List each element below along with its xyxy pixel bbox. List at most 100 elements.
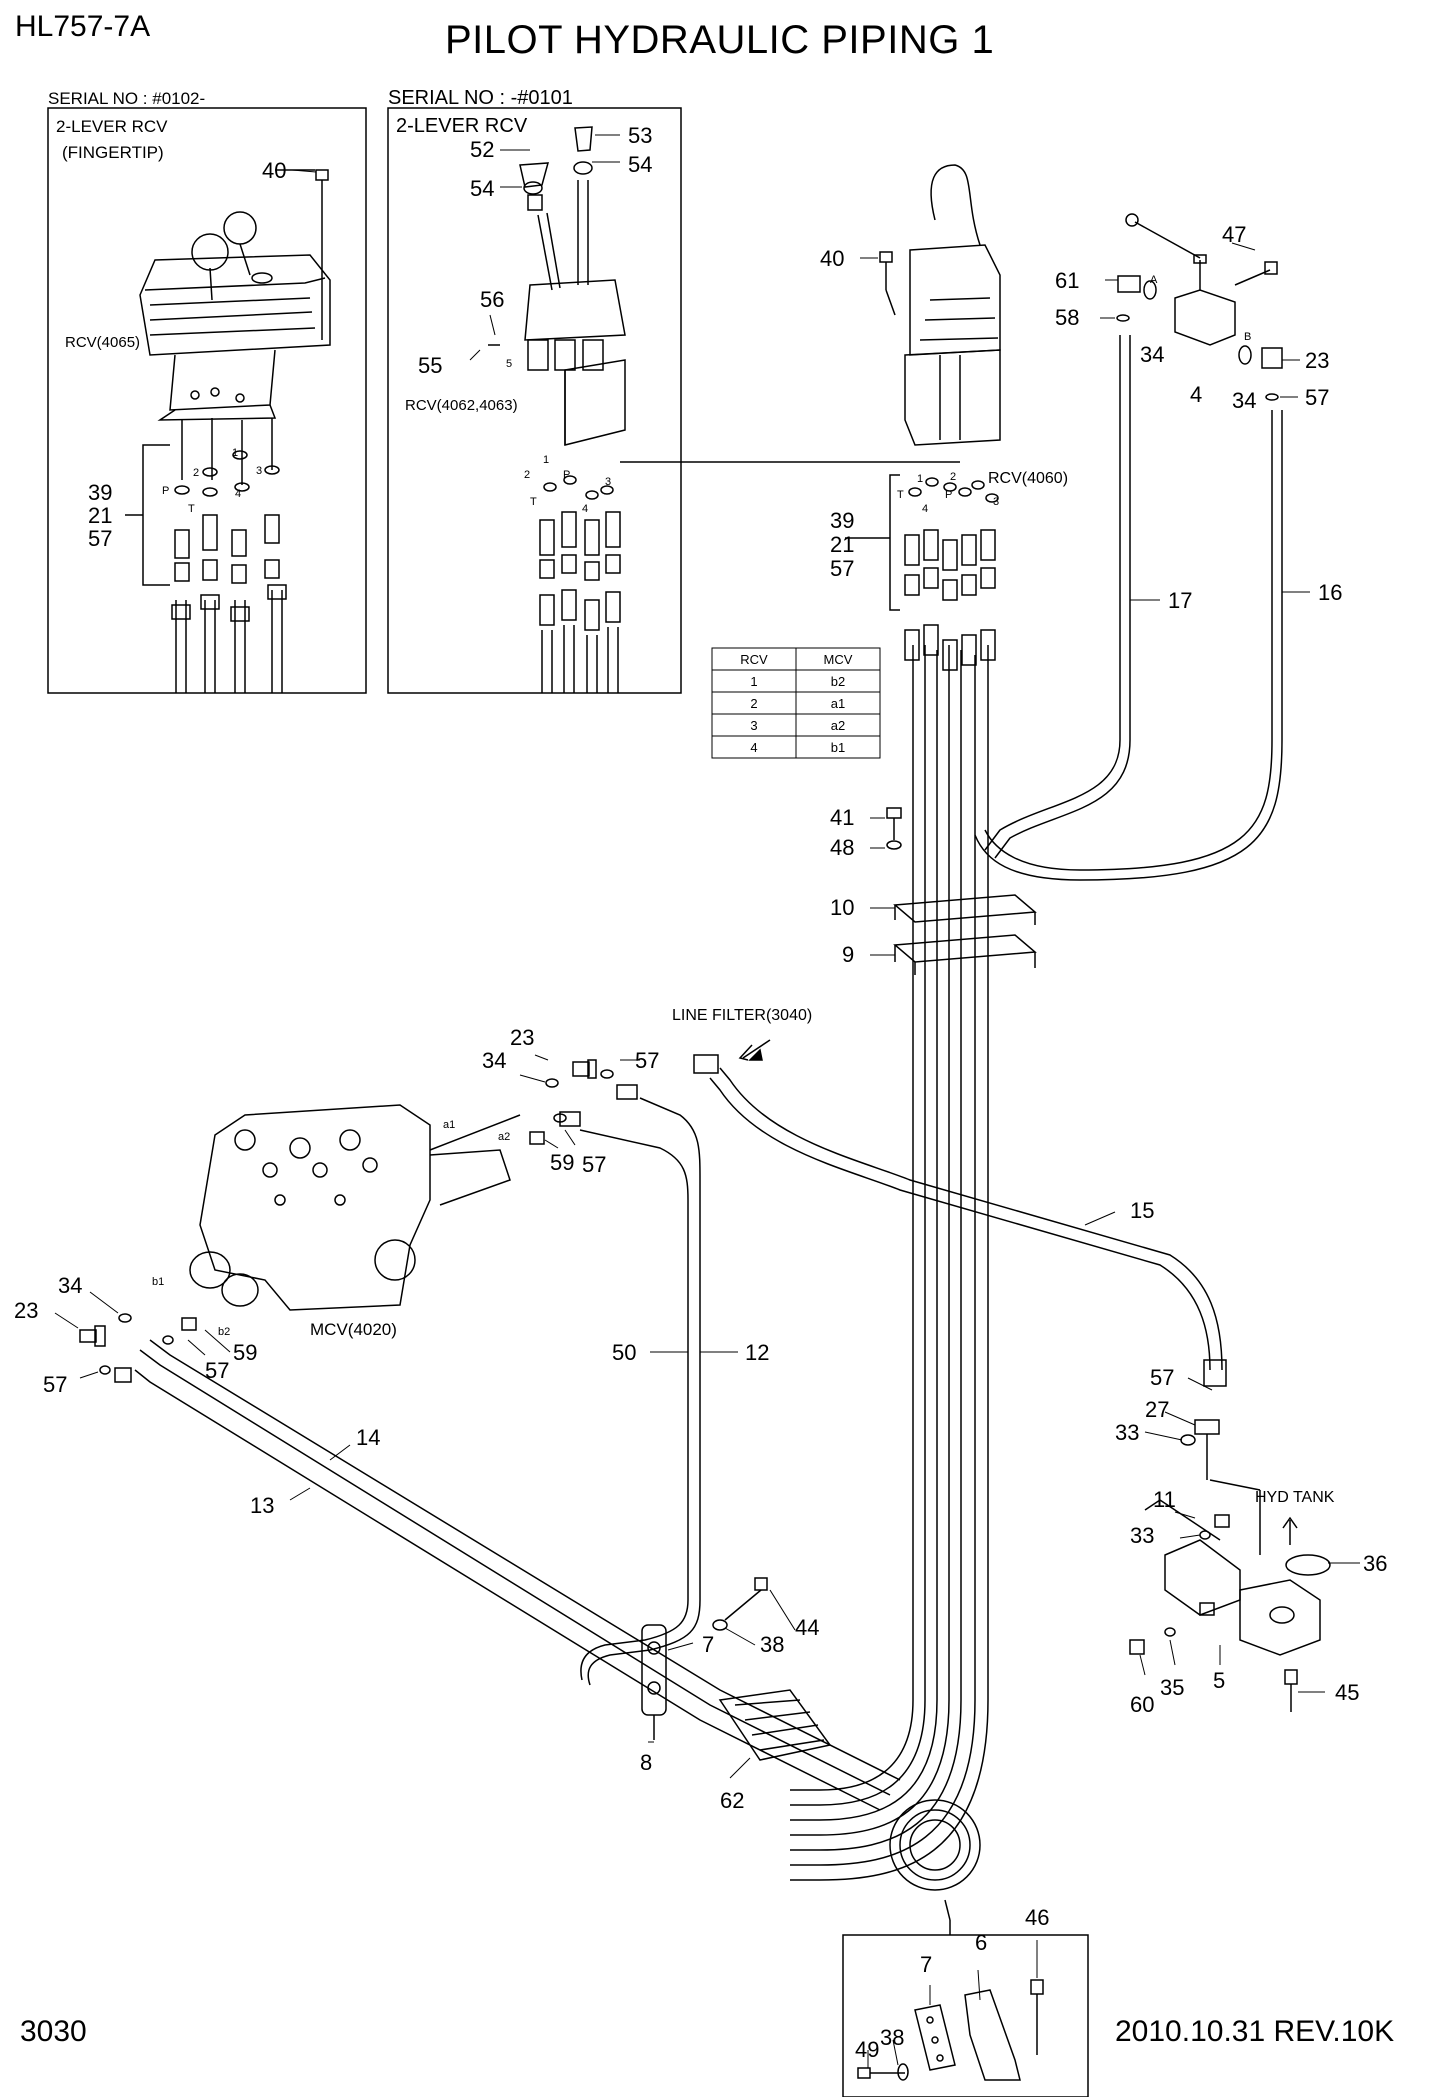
clamp-7-8 xyxy=(641,1624,667,1740)
callout: 57 xyxy=(1150,1365,1174,1390)
hose-15b xyxy=(719,1067,1223,1371)
callout: 11 xyxy=(1153,1487,1176,1512)
port-label: 3 xyxy=(605,476,611,488)
hose-50 xyxy=(587,1097,701,1686)
panel-left xyxy=(47,107,367,694)
callout: 35 xyxy=(1160,1675,1184,1700)
hose-16 xyxy=(984,410,1273,871)
mcv-left-fittings xyxy=(79,1313,197,1383)
callout: 21 xyxy=(88,503,112,528)
panel-left-frame xyxy=(47,107,367,694)
clamp-10 xyxy=(893,894,1037,925)
table-cell: 1 xyxy=(750,674,757,689)
callout: 12 xyxy=(745,1340,769,1365)
left-rcv-subtype: (FINGERTIP) xyxy=(62,143,164,162)
rcv-4060 xyxy=(904,164,1001,446)
callout: 40 xyxy=(262,158,286,183)
callout: 62 xyxy=(720,1788,744,1813)
middle-rcv-type: 2-LEVER RCV xyxy=(396,115,528,137)
callout: 56 xyxy=(480,287,504,312)
revision-date: 2010.10.31 REV.10K xyxy=(1115,2015,1395,2048)
callout: 39 xyxy=(88,480,112,505)
rcv-4060-fittings xyxy=(904,477,999,671)
callout: 57 xyxy=(635,1048,659,1073)
rcv-4065 xyxy=(139,211,331,421)
hose-bundle xyxy=(790,645,989,1881)
port-label: T xyxy=(530,496,537,508)
table-cell: b2 xyxy=(831,674,845,689)
table-cell: 3 xyxy=(750,718,757,733)
callout: 58 xyxy=(1055,305,1079,330)
port-b-label: B xyxy=(1244,331,1251,343)
hyd-tank-label: HYD TANK xyxy=(1255,1489,1335,1506)
port-table xyxy=(711,647,881,759)
callout: 50 xyxy=(612,1340,636,1365)
port-label: 4 xyxy=(922,503,928,515)
callout: 9 xyxy=(842,942,854,967)
callout: 49 xyxy=(855,2037,879,2062)
port-a-label: A xyxy=(1150,274,1158,286)
callout: 7 xyxy=(702,1632,714,1657)
callout: 57 xyxy=(205,1358,229,1383)
callout: 54 xyxy=(470,176,494,201)
protector-62 xyxy=(718,1689,832,1761)
hose-12 xyxy=(579,1129,689,1681)
bolt-40-right xyxy=(879,251,896,316)
table-header-rcv: RCV xyxy=(740,652,768,667)
callout: 4 xyxy=(1190,382,1202,407)
middle-serial: SERIAL NO : -#0101 xyxy=(388,87,573,109)
mcv-port-a1: a1 xyxy=(443,1119,455,1131)
callout: 23 xyxy=(510,1025,534,1050)
callout: 52 xyxy=(470,137,494,162)
model-code: HL757-7A xyxy=(15,10,151,43)
callout: 33 xyxy=(1130,1523,1154,1548)
hose-bend xyxy=(889,1799,981,1891)
callout: 57 xyxy=(1305,385,1329,410)
callout: 38 xyxy=(880,2025,904,2050)
left-rcv-type: 2-LEVER RCV xyxy=(56,117,168,136)
port-label: P xyxy=(162,485,169,497)
port-label: 1 xyxy=(232,447,238,459)
diagram-title: PILOT HYDRAULIC PIPING 1 xyxy=(445,18,995,62)
bracket-inset xyxy=(842,1899,1089,2097)
port-label: 4 xyxy=(235,488,241,500)
callout: 34 xyxy=(482,1048,506,1073)
callout: 46 xyxy=(1025,1905,1049,1930)
callout: 48 xyxy=(830,835,854,860)
table-cell: 4 xyxy=(750,740,757,755)
left-serial: SERIAL NO : #0102- xyxy=(48,89,205,108)
table-header-mcv: MCV xyxy=(824,652,853,667)
sheet-number: 3030 xyxy=(20,2015,87,2048)
bolt-40-left xyxy=(275,169,329,340)
callout: 57 xyxy=(88,526,112,551)
callout: 60 xyxy=(1130,1692,1154,1717)
callout: 21 xyxy=(830,532,854,557)
port-label: P xyxy=(563,469,570,481)
table-cell: a1 xyxy=(831,696,845,711)
mcv-label: MCV(4020) xyxy=(310,1320,397,1339)
callout: 45 xyxy=(1335,1680,1359,1705)
callout: 23 xyxy=(14,1298,38,1323)
port-label: 2 xyxy=(950,471,956,483)
callout: 59 xyxy=(550,1150,574,1175)
callout: 17 xyxy=(1168,588,1192,613)
callout: 53 xyxy=(628,123,652,148)
mcv-top-fittings xyxy=(529,1059,638,1145)
callout: 10 xyxy=(830,895,854,920)
fitting-5 xyxy=(1129,1516,1331,1712)
callout: 47 xyxy=(1222,222,1246,247)
hose-16b xyxy=(974,410,1283,881)
bracket-left xyxy=(142,444,170,586)
callout: 8 xyxy=(640,1750,652,1775)
callout: 27 xyxy=(1145,1397,1169,1422)
bolt-41 xyxy=(886,807,902,850)
callout: 33 xyxy=(1115,1420,1139,1445)
callout: 41 xyxy=(830,805,854,830)
callout: 44 xyxy=(795,1615,819,1640)
mcv-port-b1: b1 xyxy=(152,1276,164,1288)
mcv-4020 xyxy=(189,1104,521,1311)
middle-fittings xyxy=(539,475,621,693)
bolt-44 xyxy=(712,1577,768,1631)
hose-13 xyxy=(139,1349,891,1796)
